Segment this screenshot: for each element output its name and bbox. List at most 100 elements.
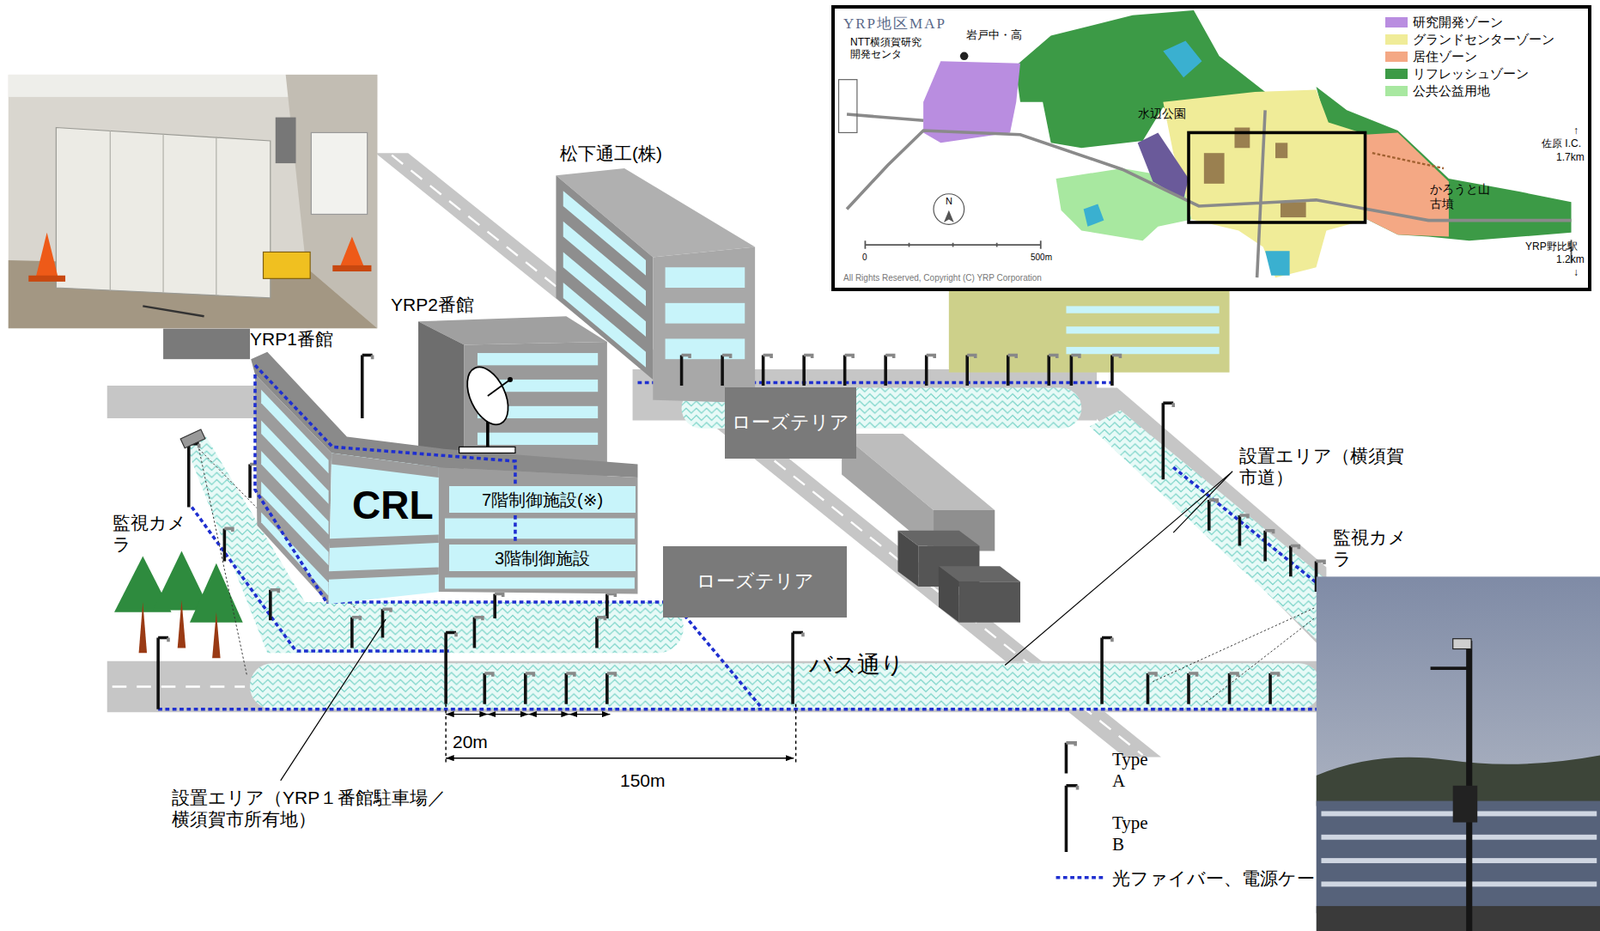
building-shape <box>328 567 439 580</box>
road <box>1065 387 1327 653</box>
direction-label: 1.2km <box>1556 253 1585 266</box>
site-photo <box>1430 666 1470 670</box>
building-box: ローズテリア <box>724 387 857 459</box>
site-photo <box>142 305 204 317</box>
building-shape <box>477 352 598 366</box>
building-shape <box>477 432 598 445</box>
road-label: バス通り <box>809 650 905 679</box>
building-shape <box>665 303 746 324</box>
building: YRP1番館CRL7階制御施設(※)3階制御施設 <box>248 324 644 609</box>
dimension-line <box>528 713 570 715</box>
building-block <box>163 328 250 360</box>
installation-area <box>280 602 684 653</box>
zone-map <box>943 210 955 223</box>
tree <box>114 551 244 659</box>
legend-text: 光ファイバー、電源ケー <box>1112 867 1315 889</box>
site-photo <box>1316 906 1600 931</box>
legend-swatch <box>1385 17 1408 28</box>
legend-symbol <box>1056 742 1105 878</box>
site-photo <box>1320 834 1597 840</box>
direction-label: 佐原 I.C. <box>1541 137 1582 150</box>
legend-text: グランドセンターゾーン <box>1412 31 1555 48</box>
site-photo <box>109 130 217 295</box>
direction-label: ↓ <box>1573 266 1579 279</box>
zone-map <box>839 10 1572 278</box>
legend-symbol <box>1056 876 1105 880</box>
building-shape <box>250 352 638 604</box>
direction-label: 1.7km <box>1556 151 1585 164</box>
site-photo <box>8 74 378 329</box>
building-block <box>938 565 960 622</box>
building-sign: CRL <box>352 485 434 525</box>
legend-symbol <box>1065 742 1077 791</box>
zone-map <box>1280 201 1307 218</box>
floor-band: 7階制御施設(※) <box>449 486 636 513</box>
site-photo <box>1316 576 1600 931</box>
zone-map <box>1275 142 1288 159</box>
site-photo <box>8 74 378 329</box>
satellite-dish <box>459 446 516 453</box>
zone-map <box>1083 204 1105 227</box>
fiber-cable <box>326 602 761 706</box>
building-shape <box>444 518 635 540</box>
dimension-line <box>445 757 794 759</box>
map-label: 岩戸中・高 <box>966 28 1023 43</box>
dimension-line <box>445 704 796 766</box>
site-photo <box>28 275 66 282</box>
site-illustration <box>8 74 1600 931</box>
zone-map <box>1234 127 1250 149</box>
building-shape <box>261 511 329 596</box>
building-name: ローズテリア <box>696 570 815 593</box>
copyright: All Rights Reserved, Copyright (C) YRP C… <box>843 273 1042 284</box>
surveillance-camera <box>199 449 1315 705</box>
road <box>107 661 1327 712</box>
dimension-label: 20m <box>452 730 488 753</box>
site-photo <box>275 117 297 164</box>
leader-line <box>280 471 1233 781</box>
zone-map <box>1265 250 1290 276</box>
direction-label: ↑ <box>1573 124 1579 137</box>
building-block <box>1065 305 1219 313</box>
legend-symbol <box>1065 742 1077 852</box>
zone-map <box>933 194 965 226</box>
zone-map <box>1204 152 1225 184</box>
building-block <box>949 291 1230 373</box>
satellite-dish <box>507 377 513 383</box>
building-box: ローズテリア <box>663 546 847 618</box>
map-label: NTT横須賀研究開発センタ <box>850 36 928 61</box>
zone-map <box>1162 41 1202 79</box>
zone-map <box>1372 152 1444 169</box>
building-block <box>1065 326 1219 334</box>
map-inset-shape <box>831 5 1592 292</box>
map-inset: YRP地区MAP <box>831 5 1592 292</box>
building-name: YRP1番館 <box>249 328 334 350</box>
building-shape <box>328 452 439 604</box>
road-marking <box>112 685 245 688</box>
building-name: 松下通工(株) <box>559 142 663 165</box>
site-photo <box>340 237 366 268</box>
building-block <box>163 291 1229 623</box>
surveillance-camera <box>180 429 1315 705</box>
building-block <box>897 530 919 587</box>
camera-label: 監視カメラ <box>112 511 190 555</box>
tree <box>212 612 221 658</box>
direction-label: YRP野比駅 <box>1525 240 1578 253</box>
building-name: ローズテリア <box>731 411 850 434</box>
legend-text: 研究開発ゾーン <box>1412 14 1503 31</box>
satellite-dish <box>458 360 517 453</box>
legend-swatch <box>1385 34 1408 45</box>
zone-map <box>839 79 858 134</box>
legend-text: Type B <box>1112 812 1156 856</box>
building-block <box>1065 346 1219 354</box>
map-title: YRP地区MAP <box>843 15 947 33</box>
building-shape <box>444 577 635 589</box>
site-photo <box>55 127 270 299</box>
map-label: 水辺公園 <box>1137 106 1187 122</box>
building-shape <box>665 267 746 288</box>
satellite-dish <box>487 379 511 396</box>
site-photo <box>1453 785 1479 823</box>
building-shape <box>331 452 439 478</box>
site-photo <box>1320 881 1597 887</box>
leader-line <box>280 471 1233 781</box>
